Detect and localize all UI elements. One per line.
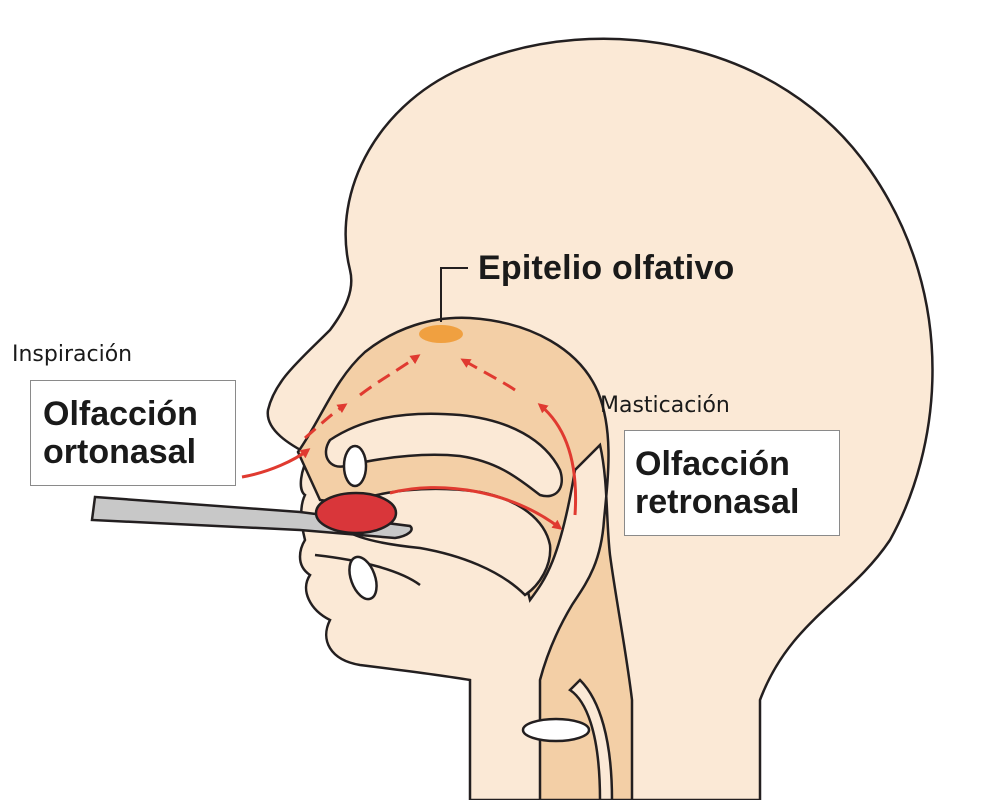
retronasal-box: Olfacción retronasal bbox=[624, 430, 840, 536]
mastication-label: Masticación bbox=[600, 393, 730, 418]
retro-arrow-upper bbox=[460, 358, 516, 392]
retronasal-line-2: retronasal bbox=[635, 483, 800, 521]
inspiration-label: Inspiración bbox=[12, 342, 133, 367]
ortho-arrow-upper bbox=[359, 354, 421, 397]
epithelium-label: Epitelio olfativo bbox=[478, 249, 735, 287]
retro-arrow-oral bbox=[389, 486, 563, 530]
epiglottis bbox=[521, 717, 591, 743]
lower-tooth bbox=[348, 555, 378, 601]
retro-arrow-pharynx bbox=[537, 403, 578, 516]
olfactory-epithelium bbox=[419, 325, 463, 343]
retronasal-line-1: Olfacción bbox=[635, 445, 790, 483]
orthonasal-line-1: Olfacción bbox=[43, 395, 198, 433]
orthonasal-line-2: ortonasal bbox=[43, 433, 197, 471]
food-bolus bbox=[314, 491, 398, 535]
epithelium-leader-line bbox=[440, 267, 468, 322]
ortho-arrow-inner bbox=[304, 403, 348, 440]
orthonasal-box: Olfacción ortonasal bbox=[30, 380, 236, 486]
ortho-arrow-entry bbox=[241, 448, 311, 479]
upper-tooth bbox=[342, 444, 368, 488]
jaw-line bbox=[314, 553, 421, 587]
